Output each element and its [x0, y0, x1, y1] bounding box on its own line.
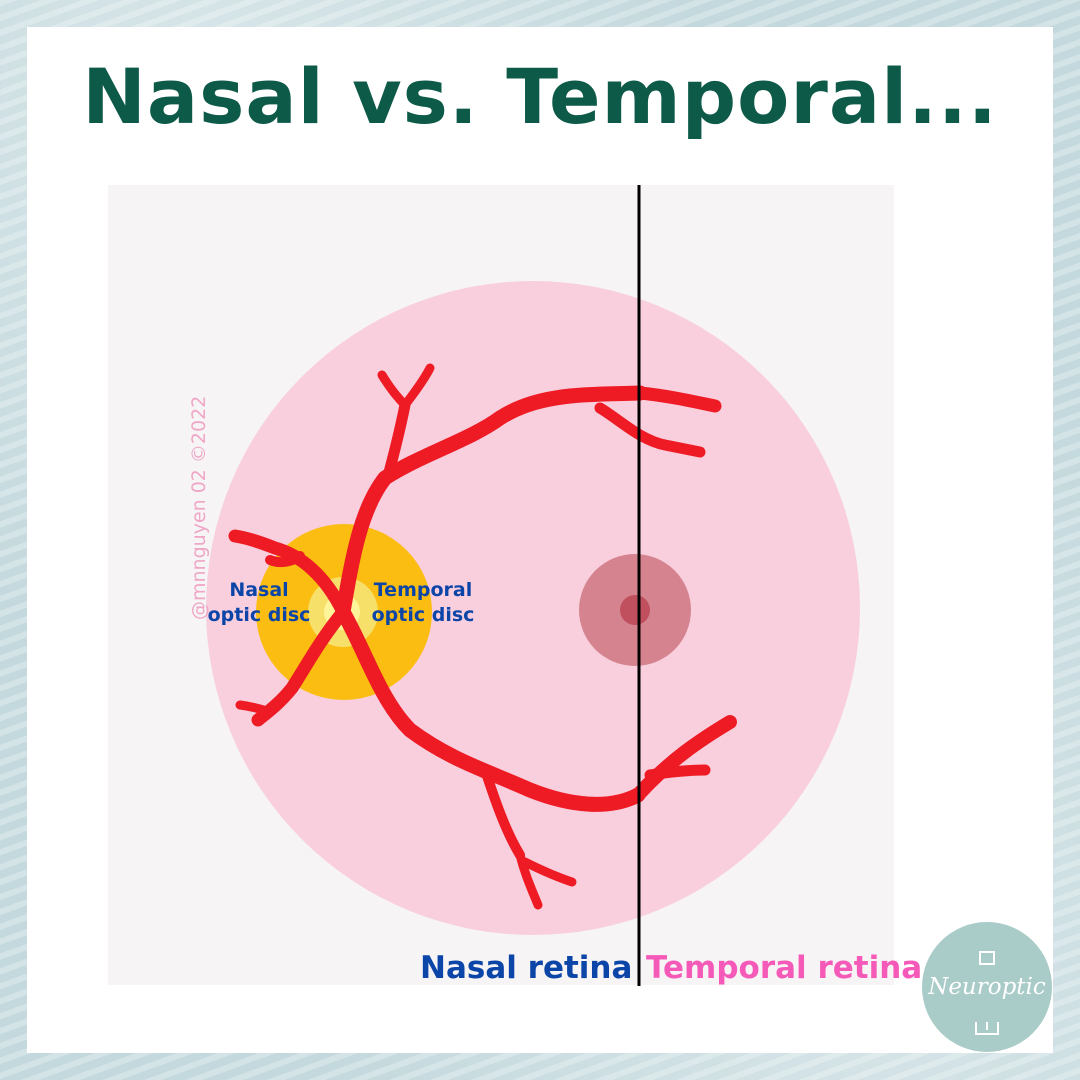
vessel-superior-temporal [335, 385, 648, 620]
vessel-superior-branch [594, 402, 706, 458]
vessel-superior-nasal-disc [228, 529, 350, 619]
temporal-retina-label: Temporal retina [646, 950, 923, 986]
logo-icon [975, 951, 999, 1035]
nasal-disc-label-line2: optic disc [207, 604, 311, 626]
vessel-inferior-temporal [335, 604, 646, 812]
temporal-disc-label: Temporal optic disc [368, 578, 478, 628]
vessel-inferior-temporal-end-2 [644, 764, 711, 781]
temporal-disc-label-line1: Temporal [373, 579, 473, 601]
nasal-disc-label: Nasal optic disc [204, 578, 314, 628]
page-title: Nasal vs. Temporal... [82, 52, 998, 141]
vessel-inferior-temporal-end [631, 715, 737, 802]
vessel-superior-temporal-end [633, 386, 722, 413]
vessel-inferior-nasal-disc-fork [235, 700, 275, 717]
vessel-inferior-fork-right [520, 857, 577, 887]
vessel-superior-nasal-disc-branch [265, 551, 305, 568]
watermark: @mnnguyen 02 ©2022 [188, 395, 210, 620]
fovea [620, 595, 650, 625]
vessel-inferior-branch [480, 765, 525, 860]
nasal-retina-label: Nasal retina [420, 950, 633, 986]
logo-text: Neuroptic [928, 974, 1046, 1000]
nasal-disc-label-line1: Nasal [229, 579, 289, 601]
vessel-superior-nasal [382, 399, 411, 482]
temporal-disc-label-line2: optic disc [371, 604, 475, 626]
blood-vessels [228, 363, 737, 910]
vessel-superior-fork-right [400, 363, 435, 410]
neuroptic-logo: Neuroptic [922, 922, 1052, 1052]
